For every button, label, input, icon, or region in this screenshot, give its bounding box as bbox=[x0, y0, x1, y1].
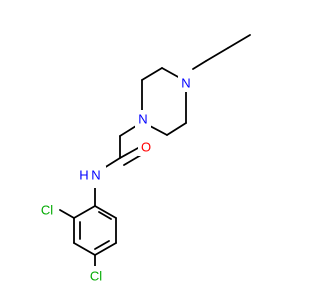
bond-ar-3 bbox=[94, 242, 117, 256]
molecule-structure: N N O N H Cl Cl bbox=[35, 34, 251, 286]
bond-n2-ch2 bbox=[119, 125, 137, 137]
atom-o-carbonyl: O bbox=[141, 140, 151, 155]
bond-propyl-3 bbox=[192, 60, 207, 70]
bond-c3-cl bbox=[59, 209, 75, 219]
label-bg-n-bottom bbox=[135, 110, 151, 128]
atom-cl-3: Cl bbox=[41, 203, 53, 218]
atom-n-amide: N bbox=[91, 168, 100, 183]
bond-co-2 bbox=[123, 154, 142, 166]
bond-ar-4 bbox=[73, 242, 96, 256]
label-bg-o bbox=[138, 138, 154, 156]
atom-n-piperazine-top: N bbox=[181, 76, 190, 91]
bond-co-1 bbox=[119, 147, 139, 159]
bond-carbonyl-n bbox=[103, 157, 121, 169]
bond-pip-n1-c1 bbox=[161, 67, 181, 79]
bond-propyl-2 bbox=[205, 47, 229, 62]
bond-pip-c3-c4 bbox=[166, 122, 187, 136]
atom-n-piperazine-bottom: N bbox=[138, 112, 147, 127]
bond-propyl-1 bbox=[227, 34, 251, 49]
bond-ar-inner-1 bbox=[98, 211, 112, 220]
bond-ar-1 bbox=[94, 205, 117, 219]
label-bg-nh bbox=[86, 166, 106, 188]
label-bg-n-top bbox=[178, 74, 194, 92]
atom-h-amide: H bbox=[79, 168, 88, 183]
bond-pip-n2-c3 bbox=[149, 125, 168, 136]
bond-ar-inner-2 bbox=[94, 240, 110, 250]
label-bg-cl-4 bbox=[84, 266, 108, 286]
bond-pip-c1-c2 bbox=[141, 67, 163, 81]
bond-ar-6 bbox=[73, 205, 96, 219]
label-bg-cl-3 bbox=[35, 200, 59, 220]
atom-cl-4: Cl bbox=[90, 269, 102, 284]
